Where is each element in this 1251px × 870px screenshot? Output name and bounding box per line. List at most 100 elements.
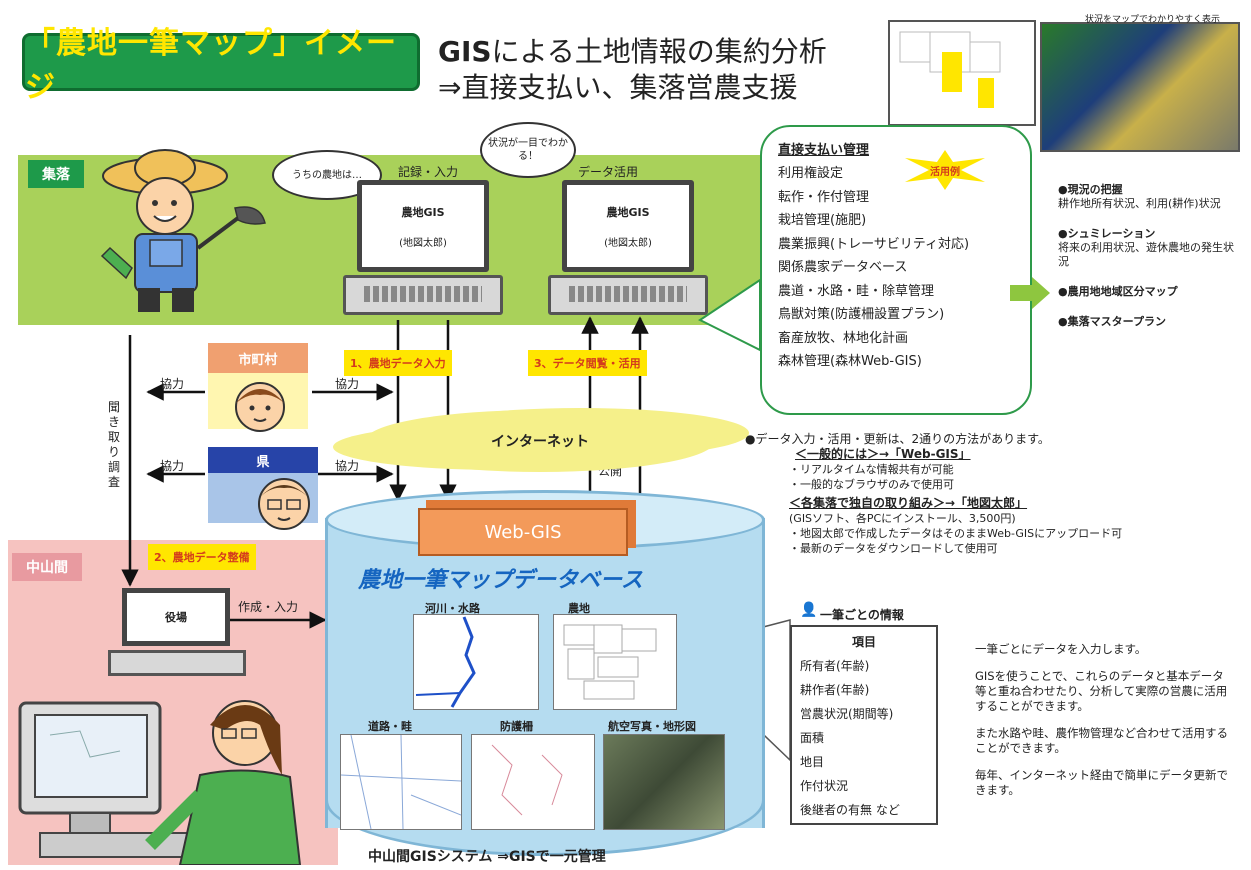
data-use-system-name: 農地GIS	[606, 205, 650, 219]
office-laptop-screen: 役場	[122, 588, 230, 646]
explanation-text: 一筆ごとにデータを入力します。 GISを使うことで、これらのデータと基本データ等…	[975, 642, 1230, 810]
outcome-head: ●集落マスタープラン	[1058, 315, 1166, 328]
direct-payment-heading: 直接支払い管理	[778, 143, 870, 158]
office-laptop-keyboard	[108, 650, 246, 676]
record-laptop: 農地GIS (地図太郎)	[343, 180, 503, 322]
input-method-notes: ●データ入力・活用・更新は、2通りの方法があります。 ＜一般的には＞→「Web-…	[745, 432, 1195, 556]
village-label: 集落	[28, 160, 84, 188]
explanation-paragraph: また水路や畦、農作物管理など合わせて活用することができます。	[975, 726, 1228, 755]
map-caption-river: 河川・水路	[425, 602, 480, 615]
cooperation-label-1: 協力	[160, 377, 185, 391]
management-item: 関係農家データベース	[778, 260, 908, 275]
webgis-server: Web-GIS	[418, 508, 628, 556]
management-item: 栽培管理(施肥)	[778, 213, 867, 228]
data-use-laptop-screen: 農地GIS (地図太郎)	[562, 180, 694, 272]
parcel-item: 面積	[800, 731, 825, 745]
outcome-head: ●農用地地域区分マップ	[1058, 285, 1178, 298]
management-item: 鳥獣対策(防護柵設置プラン)	[778, 307, 945, 322]
operator-illustration	[18, 700, 302, 865]
outcome-item: ●集落マスタープラン	[1058, 315, 1243, 329]
parcel-item-list: 所有者(年齢) 耕作者(年齢) 営農状況(期間等) 面積 地目 作付状況 後継者…	[800, 654, 928, 822]
cooperation-label-4: 協力	[335, 459, 360, 473]
prefecture-label: 県	[208, 447, 318, 473]
record-input-label: 記録・入力	[398, 165, 459, 179]
management-item: 畜産放牧、林地化計画	[778, 330, 909, 346]
cooperation-label-3: 協力	[160, 459, 185, 473]
official-face-2	[258, 478, 310, 530]
cooperation-label-2: 協力	[335, 377, 360, 391]
management-item: 農業振興(トレーサビリティ対応)	[778, 236, 970, 252]
parcel-item: 営農状況(期間等)	[800, 707, 894, 721]
data-use-laptop: 農地GIS (地図太郎)	[548, 180, 708, 322]
direct-payment-panel: 直接支払い管理 利用権設定 転作・作付管理 栽培管理(施肥) 農業振興(トレーサ…	[760, 125, 1032, 415]
explanation-paragraph: 毎年、インターネット経由で簡単にデータ更新できます。	[975, 768, 1228, 797]
official-face-1	[235, 382, 285, 432]
top-map-color	[1040, 22, 1240, 152]
option1-line: ・一般的なブラウザのみで使用可	[789, 478, 954, 491]
headline-gis: GIS	[438, 35, 492, 68]
top-map-caption: 状況をマップでわかりやすく表示	[1085, 15, 1221, 25]
outcome-item: ●農用地地域区分マップ	[1058, 285, 1243, 299]
person-icon: 👤	[800, 602, 818, 618]
data-input-tag: 1、農地データ入力	[344, 350, 452, 376]
map-river	[413, 614, 539, 710]
option2-line: ・地図太郎で作成したデータはそのままWeb-GISにアップロード可	[789, 527, 1123, 540]
farmer-illustration	[100, 149, 266, 312]
right-speech-bubble: 状況が一目でわかる！	[480, 122, 576, 178]
record-system-name: 農地GIS	[401, 205, 445, 219]
footer-caption: 中山間GISシステム ⇒GISで一元管理	[368, 849, 606, 865]
map-aerial-photo	[603, 734, 725, 830]
parcel-item-header: 項目	[851, 635, 876, 649]
field-survey-label: 聞き取り調査	[108, 400, 121, 489]
map-caption-road: 道路・畦	[368, 720, 412, 733]
management-item: 農道・水路・畦・除草管理	[778, 283, 935, 299]
input-notes-lead: ●データ入力・活用・更新は、2通りの方法があります。	[745, 432, 1050, 446]
option1-title: ＜一般的には＞→「Web-GIS」	[795, 447, 971, 461]
explanation-paragraph: 一筆ごとにデータを入力します。	[975, 642, 1147, 656]
outcome-body: 耕作地所有状況、利用(耕作)状況	[1058, 197, 1221, 210]
management-item: 転作・作付管理	[778, 189, 870, 205]
map-caption-fence: 防護柵	[500, 720, 533, 733]
map-caption-aerial: 航空写真・地形図	[608, 720, 696, 733]
pref-support-tag: 2、農地データ整備	[148, 544, 256, 570]
option2-title: ＜各集落で独自の取り組み＞→「地図太郎」	[789, 496, 1028, 510]
parcel-item: 後継者の有無 など	[800, 803, 900, 817]
mountain-label: 中山間	[12, 553, 82, 581]
option1-line: ・リアルタイムな情報共有が可能	[789, 463, 954, 476]
map-road	[340, 734, 462, 830]
headline-line2: ⇒直接支払い、集落営農支援	[438, 71, 798, 104]
office-laptop: 役場	[108, 588, 246, 680]
outcome-head: ●現況の把握	[1058, 183, 1123, 196]
record-laptop-keyboard	[343, 275, 503, 315]
option2-line: ・最新のデータをダウンロードして使用可	[789, 542, 998, 555]
parcel-item-box: 項目 所有者(年齢) 耕作者(年齢) 営農状況(期間等) 面積 地目 作付状況 …	[790, 625, 938, 825]
explanation-paragraph: GISを使うことで、これらのデータと基本データ等と重ね合わせたり、分析して実際の…	[975, 669, 1228, 713]
parcel-item: 所有者(年齢)	[800, 659, 870, 673]
outcome-item: ●現況の把握耕作地所有状況、利用(耕作)状況	[1058, 183, 1243, 211]
create-input-label: 作成・入力	[238, 600, 299, 614]
top-map-overlay	[888, 20, 1036, 126]
headline: GISによる土地情報の集約分析 ⇒直接支払い、集落営農支援	[438, 34, 827, 106]
data-use-label: データ活用	[578, 165, 639, 179]
database-title: 農地一筆マップデータベース	[358, 568, 643, 593]
parcel-item: 作付状況	[800, 779, 849, 793]
data-use-tag: 3、データ閲覧・活用	[528, 350, 647, 376]
management-list: 利用権設定 転作・作付管理 栽培管理(施肥) 農業振興(トレーサビリティ対応) …	[774, 162, 1018, 374]
data-use-laptop-keyboard	[548, 275, 708, 315]
record-map-caption: (地図太郎)	[399, 237, 447, 249]
parcel-item: 地目	[800, 755, 825, 769]
data-use-map-caption: (地図太郎)	[604, 237, 652, 249]
outcome-item: ●シュミレーション将来の利用状況、遊休農地の発生状況	[1058, 227, 1243, 269]
parcel-item: 耕作者(年齢)	[800, 683, 870, 697]
map-fence	[471, 734, 595, 830]
option2-line: (GISソフト、各PCにインストール、3,500円)	[789, 512, 1016, 525]
outcomes-list: ●現況の把握耕作地所有状況、利用(耕作)状況 ●シュミレーション将来の利用状況、…	[1058, 183, 1243, 345]
municipality-label: 市町村	[208, 343, 308, 373]
internet-cloud: インターネット	[365, 410, 715, 472]
left-speech-bubble: うちの農地は…	[272, 150, 382, 200]
map-farmland	[553, 614, 677, 710]
outcome-head: ●シュミレーション	[1058, 227, 1156, 240]
management-item: 森林管理(森林Web-GIS)	[778, 354, 922, 369]
outcome-body: 将来の利用状況、遊休農地の発生状況	[1058, 241, 1234, 268]
headline-line1: による土地情報の集約分析	[491, 35, 827, 68]
